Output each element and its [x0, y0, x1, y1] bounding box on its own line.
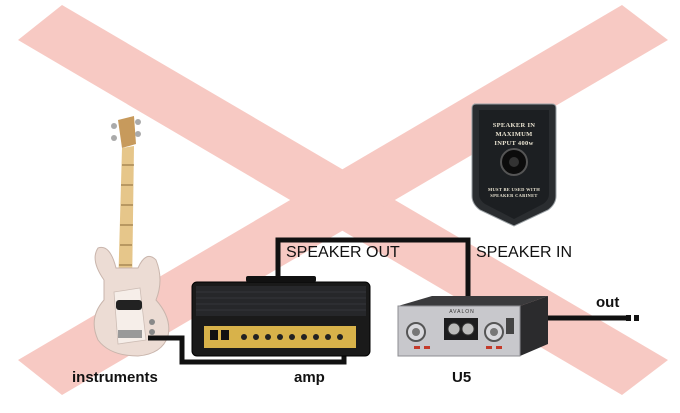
label-u5: U5 — [452, 369, 472, 386]
cables — [148, 237, 626, 365]
panel-title-line2: MAXIMUM — [495, 131, 533, 138]
panel-title-line3: INPUT 400w — [494, 140, 534, 147]
out-plug — [626, 315, 639, 321]
amp-head — [191, 276, 371, 357]
label-amp: amp — [294, 369, 325, 386]
speaker-in-panel — [471, 103, 557, 227]
panel-note-line1: MUST BE USED WITH — [487, 187, 541, 192]
label-instruments: instruments — [72, 369, 158, 386]
panel-title-line1: SPEAKER IN — [492, 122, 536, 129]
u5-brand: AVALON — [449, 309, 475, 315]
label-speaker-out: SPEAKER OUT — [286, 244, 400, 261]
bass-guitar — [93, 116, 170, 357]
label-speaker-in: SPEAKER IN — [476, 244, 573, 261]
label-out: out — [596, 294, 620, 311]
avalon-u5 — [397, 296, 548, 357]
panel-note-line2: SPEAKER CABINET — [490, 193, 538, 198]
